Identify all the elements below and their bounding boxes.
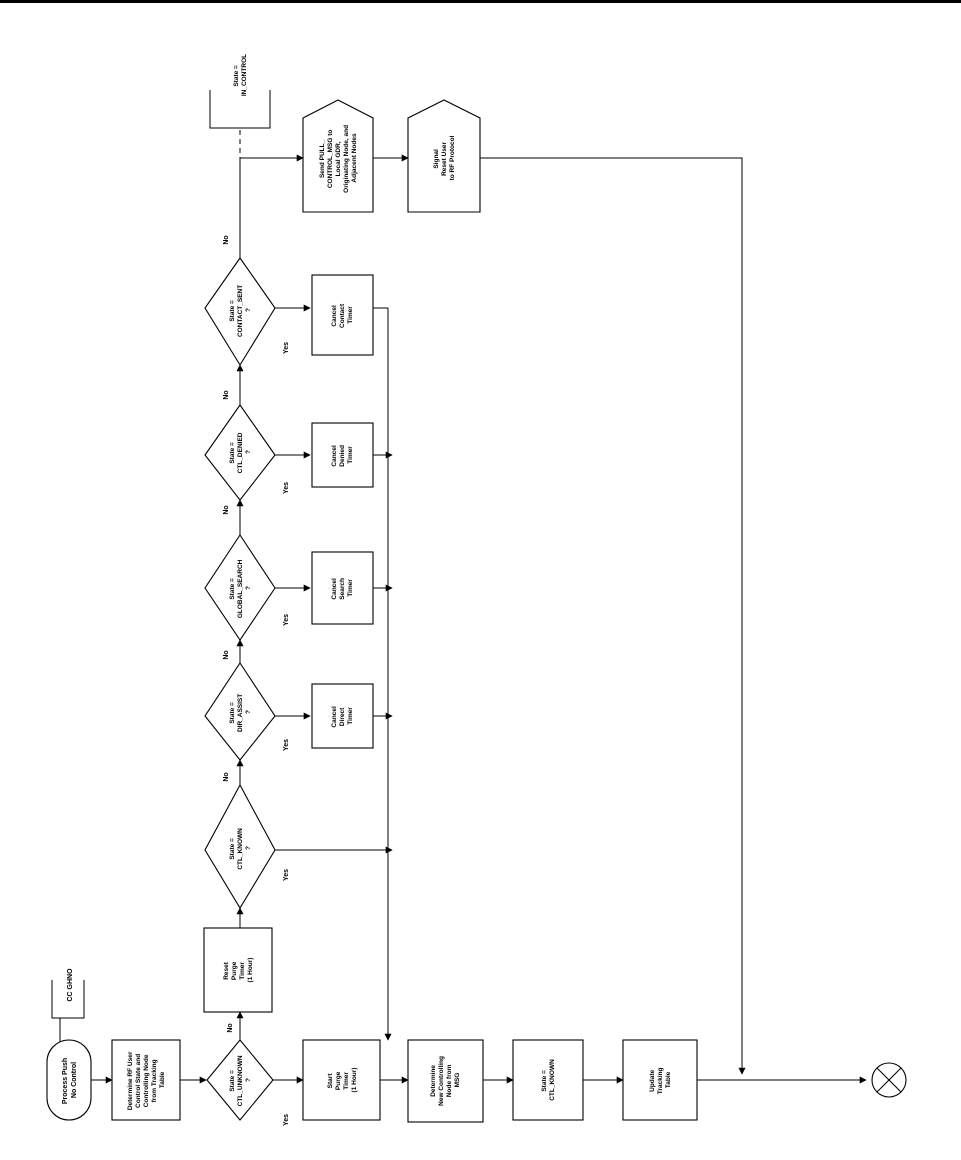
start-terminator	[46, 1039, 92, 1121]
end-connector-icon	[871, 1062, 907, 1098]
state-ctl-known-box	[512, 1039, 584, 1121]
send-pull-shape	[302, 99, 374, 213]
top-rule	[0, 0, 961, 3]
no-label-ctl-unknown: No	[227, 1023, 234, 1032]
cancel-denied-label: Cancel Denied Timer	[331, 443, 354, 466]
no-label-ctl-denied: No	[223, 390, 230, 399]
cancel-direct-label: Cancel Direct Timer	[331, 704, 354, 727]
signal-reset-shape	[407, 99, 481, 213]
decision-dir-assist-label: State = DIR_ASSIST ?	[229, 692, 252, 732]
decision-contact-sent	[204, 257, 276, 367]
reset-purge-label: Reset Purge Timer (1 Hour)	[223, 958, 254, 983]
determine-state-box	[111, 1039, 181, 1121]
reset-purge-box	[203, 927, 273, 1013]
cancel-direct-box	[311, 683, 374, 749]
decision-ctl-denied-label: State = CTL_DENIED ?	[229, 431, 252, 474]
no-label-dir-assist: No	[223, 650, 230, 659]
decision-ctl-unknown-label: State = CTL_UNKNOWN ?	[229, 1054, 252, 1107]
cancel-contact-label: Cancel Contact Timer	[331, 302, 354, 328]
yes-label-ctl-known: Yes	[283, 869, 290, 881]
in-control-annotation-bracket	[209, 90, 271, 129]
yes-label-contact-sent: Yes	[283, 342, 290, 354]
no-label-global-search: No	[223, 505, 230, 514]
cancel-denied-box	[311, 422, 374, 488]
start-label: Process Push No Control	[62, 1056, 78, 1104]
determine-new-label: Determine New Controlling Node from MSG	[430, 1054, 461, 1106]
yes-label-global-search: Yes	[283, 614, 290, 626]
yes-label-dir-assist: Yes	[283, 739, 290, 751]
decision-contact-sent-label: State = CONTACT_SENT ?	[229, 283, 252, 337]
update-tracking-box	[622, 1039, 698, 1121]
decision-dir-assist	[204, 662, 276, 761]
decision-global-search	[204, 534, 276, 641]
cancel-contact-box	[311, 274, 374, 356]
decision-ctl-known-label: State = CTL_KNOWN ?	[229, 826, 252, 869]
decision-global-search-label: State = GLOBAL_SEARCH ?	[229, 558, 252, 618]
no-label-contact-sent: No	[223, 235, 230, 244]
send-pull-label: Send PULL_ CONTROL_MSG to Local GDR, Ori…	[319, 123, 358, 193]
state-ctl-known-label: State = CTL_KNOWN	[541, 1059, 556, 1101]
no-label-ctl-known: No	[223, 772, 230, 781]
in-control-label: State = IN_CONTROL	[233, 54, 248, 96]
determine-new-box	[407, 1039, 484, 1123]
ccghno-annotation-bracket	[51, 980, 85, 1019]
yes-label-ctl-unknown: Yes	[283, 1114, 290, 1126]
connector-signal-update	[480, 157, 746, 1075]
decision-ctl-unknown	[206, 1039, 274, 1121]
decision-ctl-denied	[204, 404, 276, 501]
ccghno-label: CC GHNO	[67, 968, 74, 1002]
connector-contactsent-sendpull	[239, 154, 304, 258]
signal-reset-label: Signal Reset User to RF Protocol	[433, 135, 456, 180]
start-purge-box	[302, 1039, 381, 1121]
cancel-search-label: Cancel Search Timer	[331, 576, 354, 600]
yes-label-ctl-denied: Yes	[283, 482, 290, 494]
start-purge-label: Start Purge Timer (1 Hour)	[327, 1068, 358, 1093]
update-tracking-label: Update Tracking Table	[649, 1066, 672, 1095]
cancel-search-box	[311, 551, 374, 625]
decision-ctl-known	[204, 783, 276, 910]
determine-state-label: Determine RF User Control State and Cont…	[127, 1050, 166, 1110]
